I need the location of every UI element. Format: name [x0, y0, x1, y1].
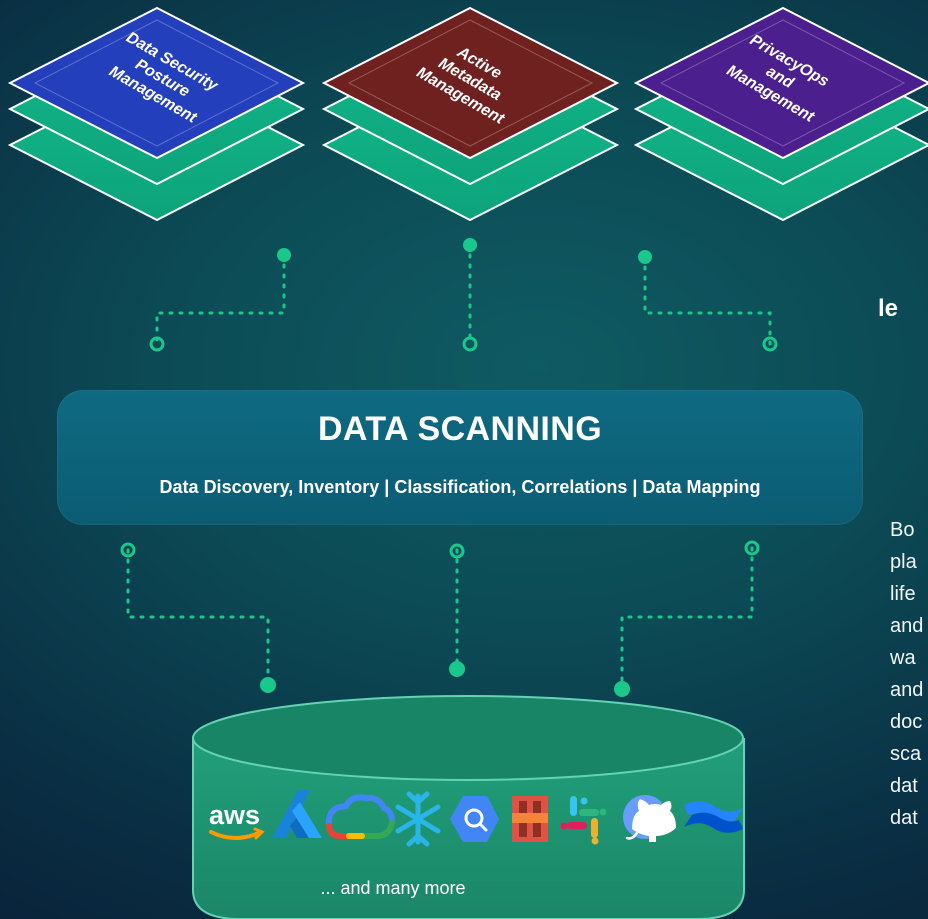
- snowflake-icon: [395, 791, 441, 847]
- connector-node-hollow: [744, 540, 760, 556]
- google-cloud-icon: [325, 794, 395, 839]
- aws-icon: aws: [209, 800, 265, 840]
- paragraph-line: sca: [890, 743, 922, 765]
- confluence-icon: [684, 801, 743, 833]
- layer-top-data-security-posture-management: [7, 6, 306, 160]
- right-clipped-heading-fragment: le: [878, 295, 899, 322]
- connector-node-hollow: [449, 543, 465, 559]
- layer-top-privacyops-and-management: [633, 6, 928, 160]
- paragraph-line: wa: [890, 647, 916, 669]
- layer-top-active-metadata-management: [321, 6, 620, 160]
- layer-top-inner-frame: [659, 19, 906, 147]
- connector-node-hollow: [762, 336, 778, 352]
- amazon-s3-icon: [512, 796, 548, 842]
- paragraph-line: dat: [890, 775, 918, 797]
- bottom-connector-right: [620, 546, 754, 690]
- top-connector-left: [155, 253, 286, 347]
- bottom-connector-nodes: [120, 540, 760, 697]
- bigquery-icon: [450, 796, 499, 842]
- paragraph-line: and: [890, 679, 924, 701]
- bottom-connector-left: [126, 548, 270, 686]
- azure-icon: [272, 790, 322, 838]
- connector-node-filled: [463, 238, 477, 252]
- layer-stack-data-security-posture-management: Data Security Posture Management: [7, 6, 306, 222]
- data-scanning-title: DATA SCANNING: [317, 410, 603, 448]
- data-source-logos: aws: [209, 790, 743, 847]
- right-clipped-paragraph: Bo pla life and wa and doc sca dat dat: [890, 514, 928, 834]
- slack-icon: [560, 796, 607, 845]
- data-sources-caption: ... and many more: [320, 878, 466, 898]
- layer-stack-active-metadata-management: Active Metadata Management: [321, 6, 620, 222]
- top-connector-nodes: [149, 238, 778, 352]
- connector-node-filled: [449, 661, 465, 677]
- layer-top-inner-frame: [347, 19, 594, 147]
- svg-text:aws: aws: [209, 800, 260, 830]
- layer-stack-privacyops-and-management: PrivacyOps and Management: [633, 6, 928, 222]
- cylinder-top: [192, 695, 744, 781]
- connector-node-filled: [638, 250, 652, 264]
- connector-node-filled: [277, 248, 291, 262]
- layer-top-inner-frame: [33, 19, 280, 147]
- connector-node-filled: [260, 677, 276, 693]
- data-scanning-panel: DATA SCANNING Data Discovery, Inventory …: [57, 390, 863, 525]
- connector-node-hollow: [120, 542, 136, 558]
- data-scanning-subtitle: Data Discovery, Inventory | Classificati…: [159, 477, 761, 497]
- paragraph-line: Bo: [890, 519, 915, 541]
- paragraph-line: pla: [890, 551, 917, 573]
- paragraph-line: doc: [890, 711, 923, 733]
- top-connector-right: [643, 255, 772, 347]
- connector-node-hollow: [462, 336, 478, 352]
- connector-node-filled: [614, 681, 630, 697]
- top-connectors: [155, 243, 772, 347]
- connector-node-hollow: [149, 336, 165, 352]
- bottom-connectors: [126, 546, 754, 690]
- github-icon: [623, 795, 676, 842]
- paragraph-line: life: [890, 583, 916, 605]
- paragraph-line: and: [890, 615, 924, 637]
- paragraph-line: dat: [890, 807, 918, 829]
